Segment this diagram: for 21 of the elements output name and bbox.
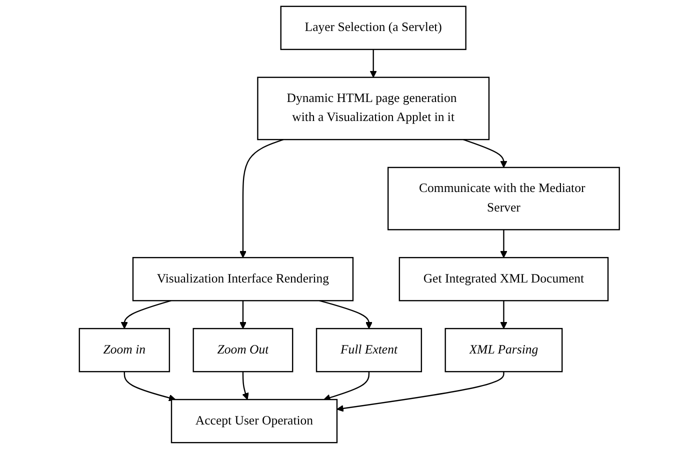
node-box: Zoom Out	[192, 328, 293, 372]
arrow	[323, 372, 370, 402]
node-box: Layer Selection (a Servlet)	[280, 6, 466, 50]
arrow	[242, 372, 248, 400]
node-box: Zoom in	[78, 328, 170, 372]
arrow	[336, 372, 504, 412]
node-box: Accept User Operation	[170, 398, 338, 444]
arrow	[239, 139, 284, 258]
node-box: Dynamic HTML page generation with a Visualization Applet in it	[256, 76, 490, 140]
node-box: XML Parsing	[444, 328, 562, 372]
arrow	[500, 300, 507, 329]
node-box: Communicate with the Mediator Server	[387, 166, 620, 230]
arrow	[239, 300, 246, 329]
node-box: Full Extent	[316, 328, 422, 372]
node-box: Visualization Interface Rendering	[132, 257, 354, 302]
arrow	[500, 230, 507, 258]
arrow	[369, 49, 376, 78]
arrow	[123, 372, 176, 402]
arrow	[462, 139, 507, 168]
arrow	[120, 300, 171, 329]
node-box: Get Integrated XML Document	[398, 257, 608, 302]
